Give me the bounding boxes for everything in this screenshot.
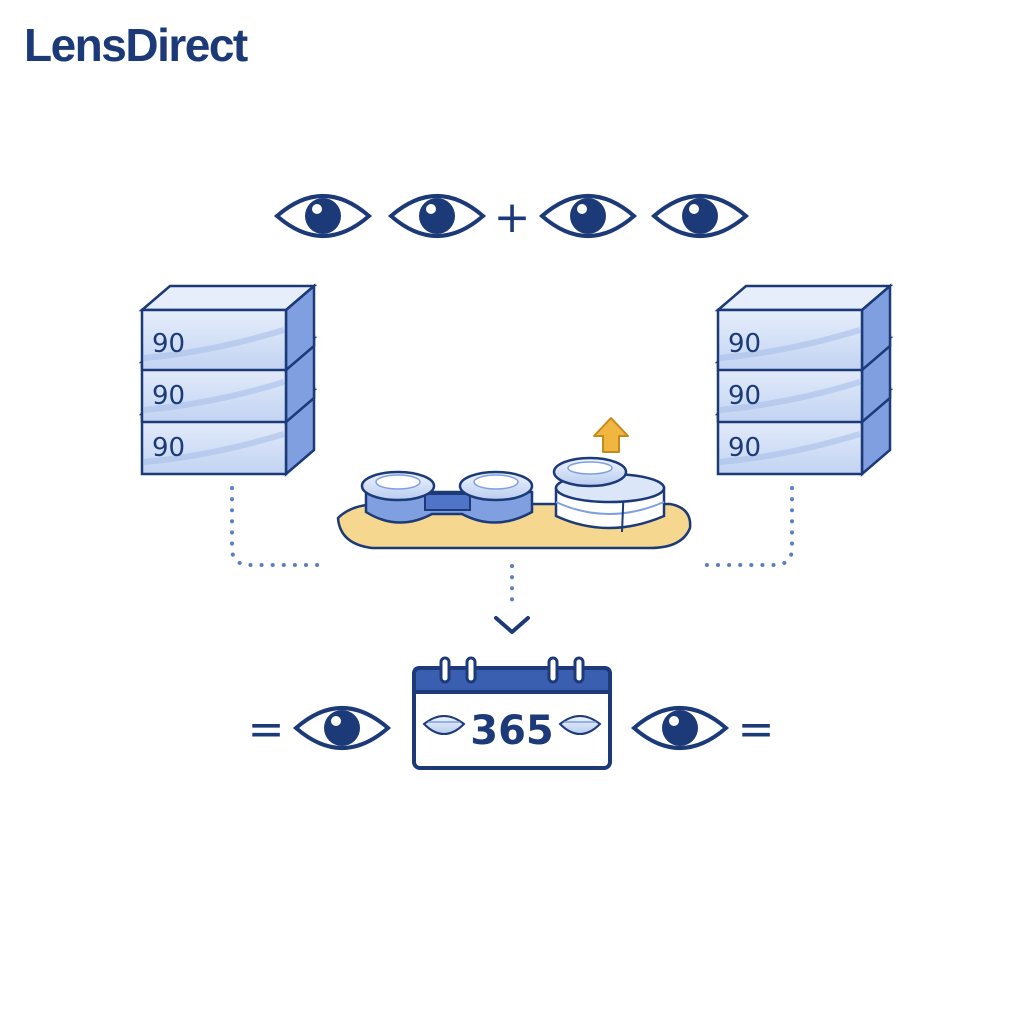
box-icon: 90 [718,286,890,370]
box-label: 90 [152,381,185,411]
eye-icon [632,706,728,750]
right-box-stack: 90 90 90 [718,286,890,474]
box-icon: 90 [142,286,314,370]
top-equation: + [275,192,748,243]
box-label: 90 [728,329,761,359]
box-label: 90 [728,381,761,411]
dotted-connectors [230,486,794,610]
connector-left [230,486,320,567]
lens-case-icon [360,470,534,524]
eye-icon [294,706,390,750]
lens-case-tray [336,417,692,550]
eye-icon [540,194,636,238]
calendar-icon: 365 [412,656,612,770]
box-icon: 90 [718,338,890,422]
eye-icon [275,194,371,238]
equals-sign-left: = [248,704,285,755]
box-icon: 90 [142,390,314,474]
connector-right [704,486,794,567]
equals-sign-right: = [738,704,775,755]
box-label: 90 [152,433,185,463]
box-icon: 90 [142,338,314,422]
contact-lens-icon [558,715,602,735]
eye-icon [389,194,485,238]
plus-sign: + [494,192,531,243]
brand-logo: LensDirect [24,19,248,71]
box-label: 90 [728,433,761,463]
box-label: 90 [152,329,185,359]
down-arrow-icon [494,616,530,634]
calendar-days-count: 365 [470,708,554,754]
left-box-stack: 90 90 90 [142,286,314,474]
lens-case-icon [552,456,666,533]
eye-icon [652,194,748,238]
contact-lens-icon [422,715,466,735]
box-icon: 90 [718,390,890,474]
upload-arrow-icon [593,417,629,453]
result-equation: = 365 [248,656,775,770]
